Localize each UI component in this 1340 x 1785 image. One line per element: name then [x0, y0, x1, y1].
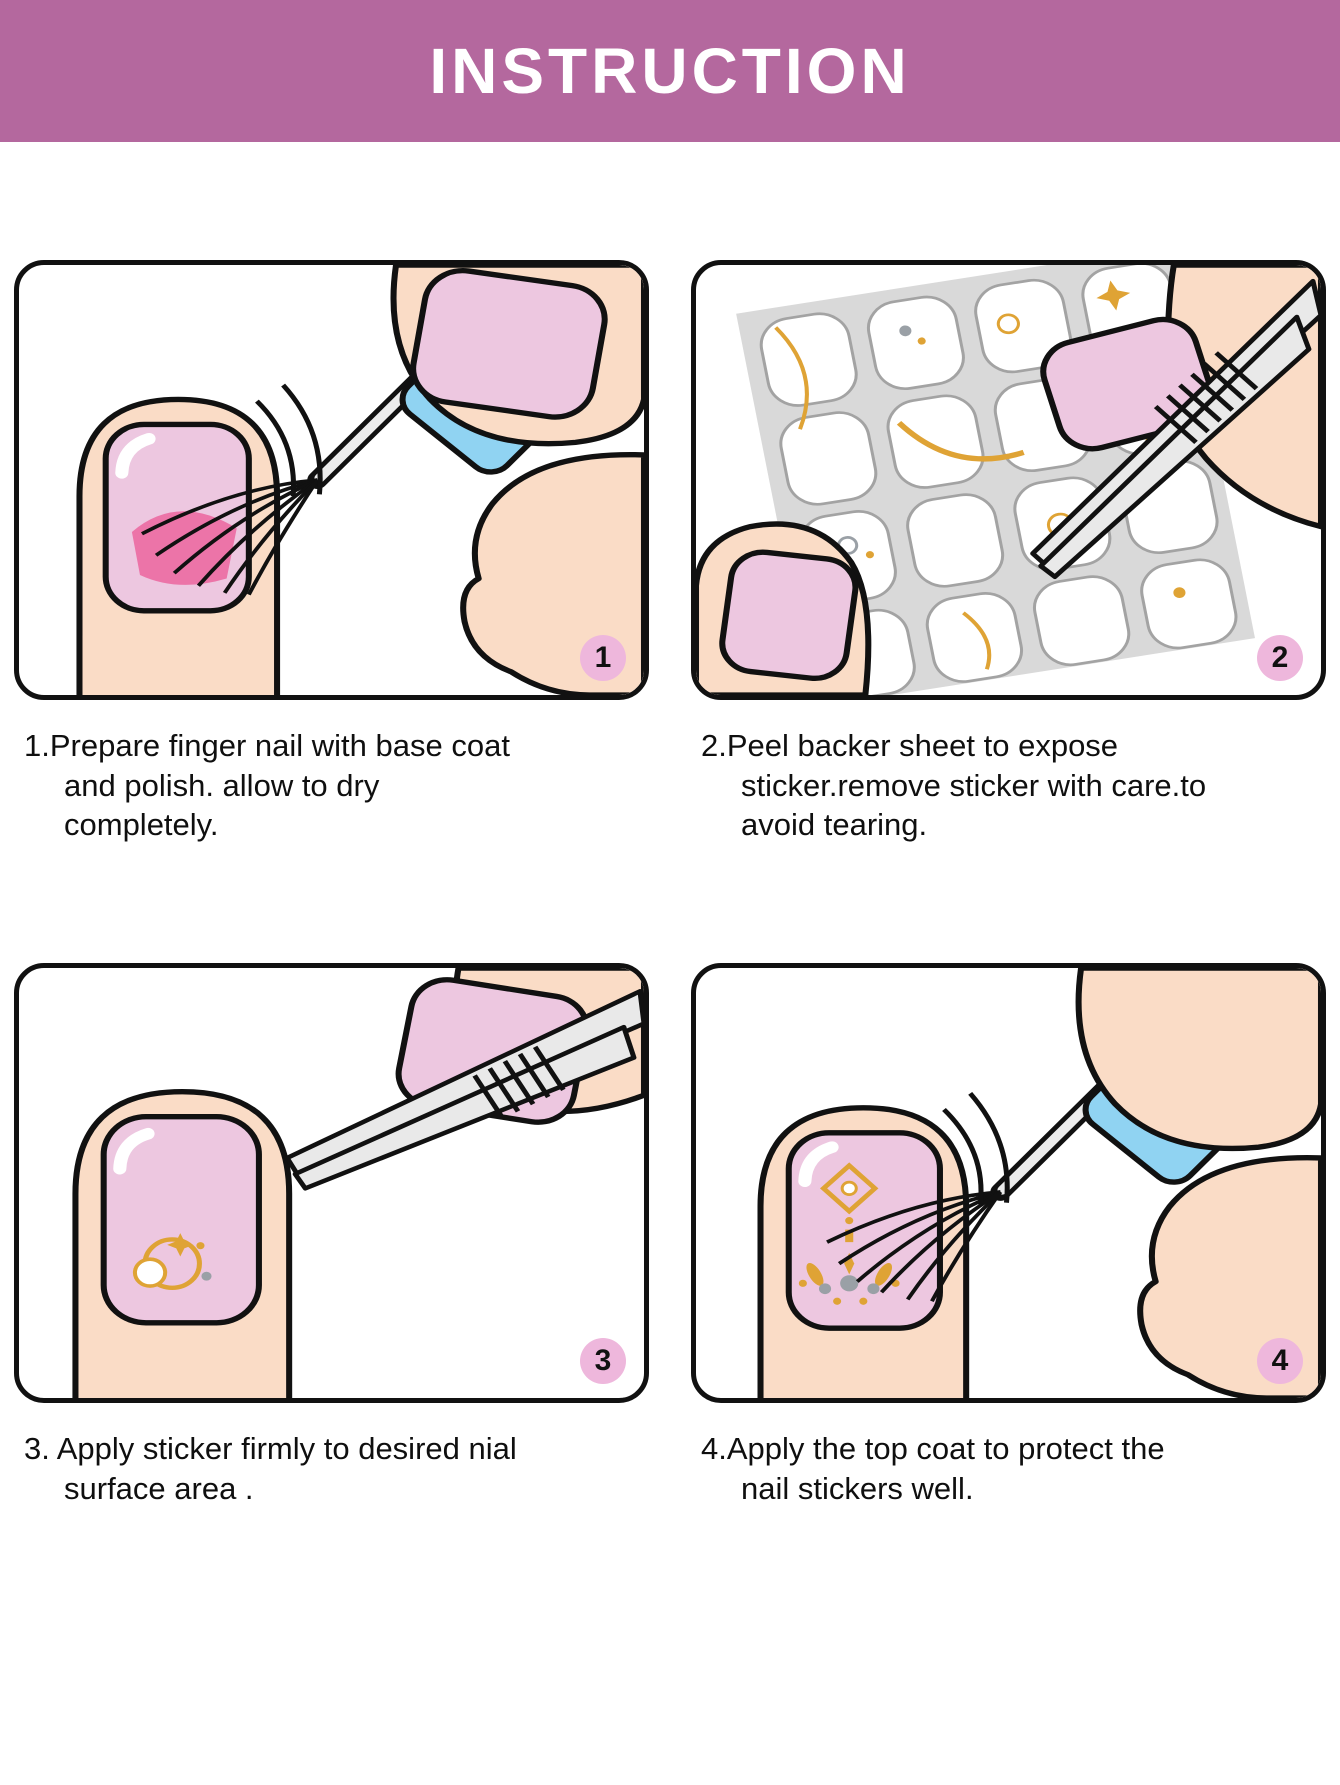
- thumb: [1075, 968, 1321, 1152]
- step-4-illustration: [757, 968, 1321, 1399]
- thumb-with-nail: [390, 265, 644, 447]
- caption-row: 4.Apply the top coat to protect the nail…: [691, 1429, 1326, 1508]
- thumb-with-nail: [696, 521, 872, 695]
- motion-arcs: [255, 383, 323, 497]
- hand-fist: [1137, 1155, 1321, 1399]
- step-badge: 1: [580, 635, 626, 681]
- step-4-caption: 4.Apply the top coat to protect the nail…: [701, 1431, 1165, 1506]
- step-2-caption: 2.Peel backer sheet to expose sticker.re…: [701, 728, 1207, 843]
- step-3-illustration: [72, 968, 644, 1399]
- tweezers-icon: [284, 989, 644, 1191]
- step-4-panel: 4: [691, 963, 1326, 1404]
- finger-with-nail: [76, 396, 281, 695]
- step-3-panel: 3: [14, 963, 649, 1404]
- step-1-illustration: [76, 265, 644, 695]
- finger-with-decorated-nail: [757, 1105, 970, 1399]
- step-1-panel: 1: [14, 260, 649, 700]
- step-2-illustration: [696, 265, 1321, 695]
- step-badge: 3: [580, 1338, 626, 1385]
- caption-row: 3. Apply sticker firmly to desired nial …: [14, 1429, 649, 1508]
- page-title: INSTRUCTION: [429, 35, 911, 107]
- steps-grid: 1: [14, 260, 1326, 1626]
- header-banner: INSTRUCTION: [0, 0, 1340, 142]
- content-area: 1: [0, 142, 1340, 1626]
- caption-row: 1.Prepare finger nail with base coat and…: [14, 726, 649, 845]
- hand-fist: [460, 452, 644, 695]
- step-badge: 2: [1257, 635, 1303, 681]
- step-badge: 4: [1257, 1338, 1303, 1385]
- step-1-caption: 1.Prepare finger nail with base coat and…: [24, 728, 510, 843]
- motion-arcs: [942, 1092, 1010, 1205]
- step-2-panel: 2: [691, 260, 1326, 700]
- step-3-caption: 3. Apply sticker firmly to desired nial …: [24, 1431, 517, 1506]
- tweezers-icon: [1030, 278, 1321, 579]
- finger-with-nail: [72, 1088, 293, 1399]
- caption-row: 2.Peel backer sheet to expose sticker.re…: [691, 726, 1326, 845]
